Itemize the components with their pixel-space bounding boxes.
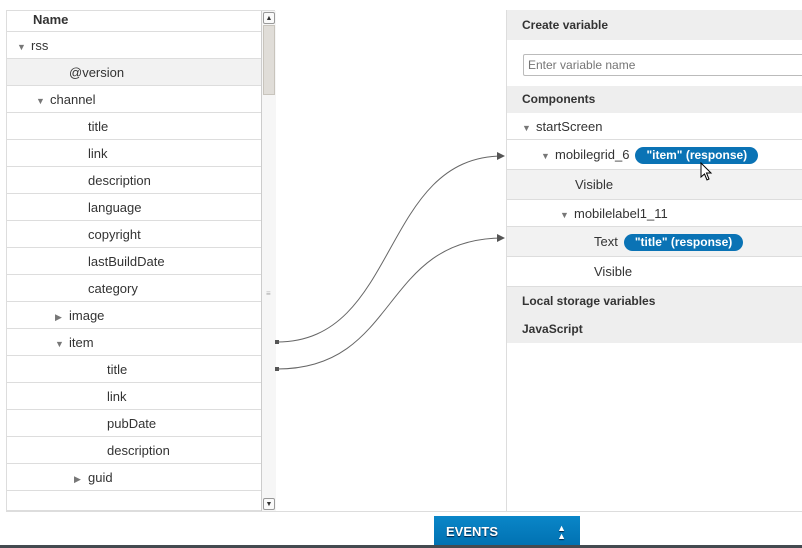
collapse-icon[interactable]: ▼ xyxy=(17,42,26,52)
expand-down-icon[interactable]: ▼ xyxy=(560,210,569,220)
xml-tree-panel: Name ▼ rss @version ▼ channel title link descri… xyxy=(6,10,276,511)
arrowhead-icon xyxy=(497,234,505,242)
tree-row-label: link xyxy=(107,389,127,404)
create-variable-header: Create variable xyxy=(507,10,802,40)
tree-row[interactable]: title xyxy=(7,113,261,140)
tree: Name ▼ rss @version ▼ channel title link descri… xyxy=(7,11,261,491)
expand-icon[interactable]: ▶ xyxy=(74,474,81,484)
double-chevron-up-icon: ▲▲ xyxy=(557,523,566,541)
connector-handle xyxy=(275,340,279,344)
events-label: EVENTS xyxy=(446,524,499,539)
tree-row-label: image xyxy=(69,308,105,323)
arrowhead-icon xyxy=(497,152,505,160)
tree-row-label: item xyxy=(69,335,94,350)
tree-row[interactable]: ▶ guid xyxy=(7,464,261,491)
local-storage-header[interactable]: Local storage variables xyxy=(507,287,802,315)
tree-row[interactable]: pubDate xyxy=(7,410,261,437)
grip-icon: ≡ xyxy=(266,289,271,298)
tree-row[interactable]: language xyxy=(7,194,261,221)
tree-row[interactable]: link xyxy=(7,140,261,167)
component-mobilegrid[interactable]: ▼ mobilegrid_6 "item" (response) xyxy=(507,140,802,170)
variable-name-input[interactable] xyxy=(523,54,802,76)
tree-row[interactable]: category xyxy=(7,275,261,302)
tree-row[interactable]: description xyxy=(7,437,261,464)
tree-row[interactable]: title xyxy=(7,356,261,383)
tree-row-label: lastBuildDate xyxy=(88,254,165,269)
tree-row-label: language xyxy=(88,200,142,215)
scroll-up-icon[interactable]: ▲ xyxy=(263,12,275,24)
divider xyxy=(6,511,802,512)
tree-row[interactable]: lastBuildDate xyxy=(7,248,261,275)
tree-row[interactable]: @version xyxy=(7,59,261,86)
binding-badge[interactable]: "item" (response) xyxy=(635,147,759,164)
tree-row[interactable]: ▼ rss xyxy=(7,32,261,59)
tree-row-label: copyright xyxy=(88,227,141,242)
tree-row-label: link xyxy=(88,146,108,161)
tree-row-label: pubDate xyxy=(107,416,157,431)
bottom-bar xyxy=(0,545,802,548)
tree-row[interactable]: description xyxy=(7,167,261,194)
label: startScreen xyxy=(536,119,603,134)
tree-row[interactable]: ▼ channel xyxy=(7,86,261,113)
component-startscreen[interactable]: ▼ startScreen xyxy=(507,113,802,140)
scroll-down-icon[interactable]: ▼ xyxy=(263,498,275,510)
tree-row-label: @version xyxy=(69,65,125,80)
tree-row[interactable]: ▼ item xyxy=(7,329,261,356)
label: mobilelabel1_11 xyxy=(574,206,668,221)
events-button[interactable]: EVENTS ▲▲ xyxy=(434,516,580,548)
tree-row-label: description xyxy=(107,443,170,458)
connector-title xyxy=(276,237,504,370)
connector-handle xyxy=(275,367,279,371)
collapse-icon[interactable]: ▼ xyxy=(36,96,45,106)
property-text[interactable]: Text "title" (response) xyxy=(507,227,802,257)
label: mobilegrid_6 xyxy=(555,147,630,162)
expand-down-icon[interactable]: ▼ xyxy=(541,151,550,161)
tree-row-label: channel xyxy=(50,92,96,107)
tree-row[interactable]: copyright xyxy=(7,221,261,248)
tree-row-label: category xyxy=(88,281,138,296)
tree-row-label: guid xyxy=(88,470,113,485)
collapse-icon[interactable]: ▼ xyxy=(55,339,64,349)
label: Text xyxy=(594,234,618,249)
connector-item xyxy=(276,155,504,343)
binding-badge[interactable]: "title" (response) xyxy=(623,234,744,251)
variables-panel: Create variable Components ▼startScreen … xyxy=(506,10,802,511)
tree-row-label: title xyxy=(107,362,128,377)
tree-row-label: description xyxy=(88,173,151,188)
tree-row-label: title xyxy=(88,119,109,134)
property-visible[interactable]: Visible xyxy=(507,170,802,200)
expand-down-icon[interactable]: ▼ xyxy=(522,123,531,133)
tree-row[interactable]: ▶ image xyxy=(7,302,261,329)
scroll-thumb[interactable] xyxy=(263,25,275,95)
scrollbar[interactable]: ▲ ≡ ▼ xyxy=(261,11,276,511)
mouse-cursor-icon xyxy=(700,162,713,181)
javascript-header[interactable]: JavaScript xyxy=(507,315,802,343)
tree-row-label: rss xyxy=(31,38,49,53)
components-header: Components xyxy=(507,86,802,113)
tree-row[interactable]: link xyxy=(7,383,261,410)
property-visible[interactable]: Visible xyxy=(507,257,802,287)
expand-icon[interactable]: ▶ xyxy=(55,312,62,322)
tree-header: Name xyxy=(7,11,261,32)
component-mobilelabel[interactable]: ▼ mobilelabel1_11 xyxy=(507,200,802,227)
